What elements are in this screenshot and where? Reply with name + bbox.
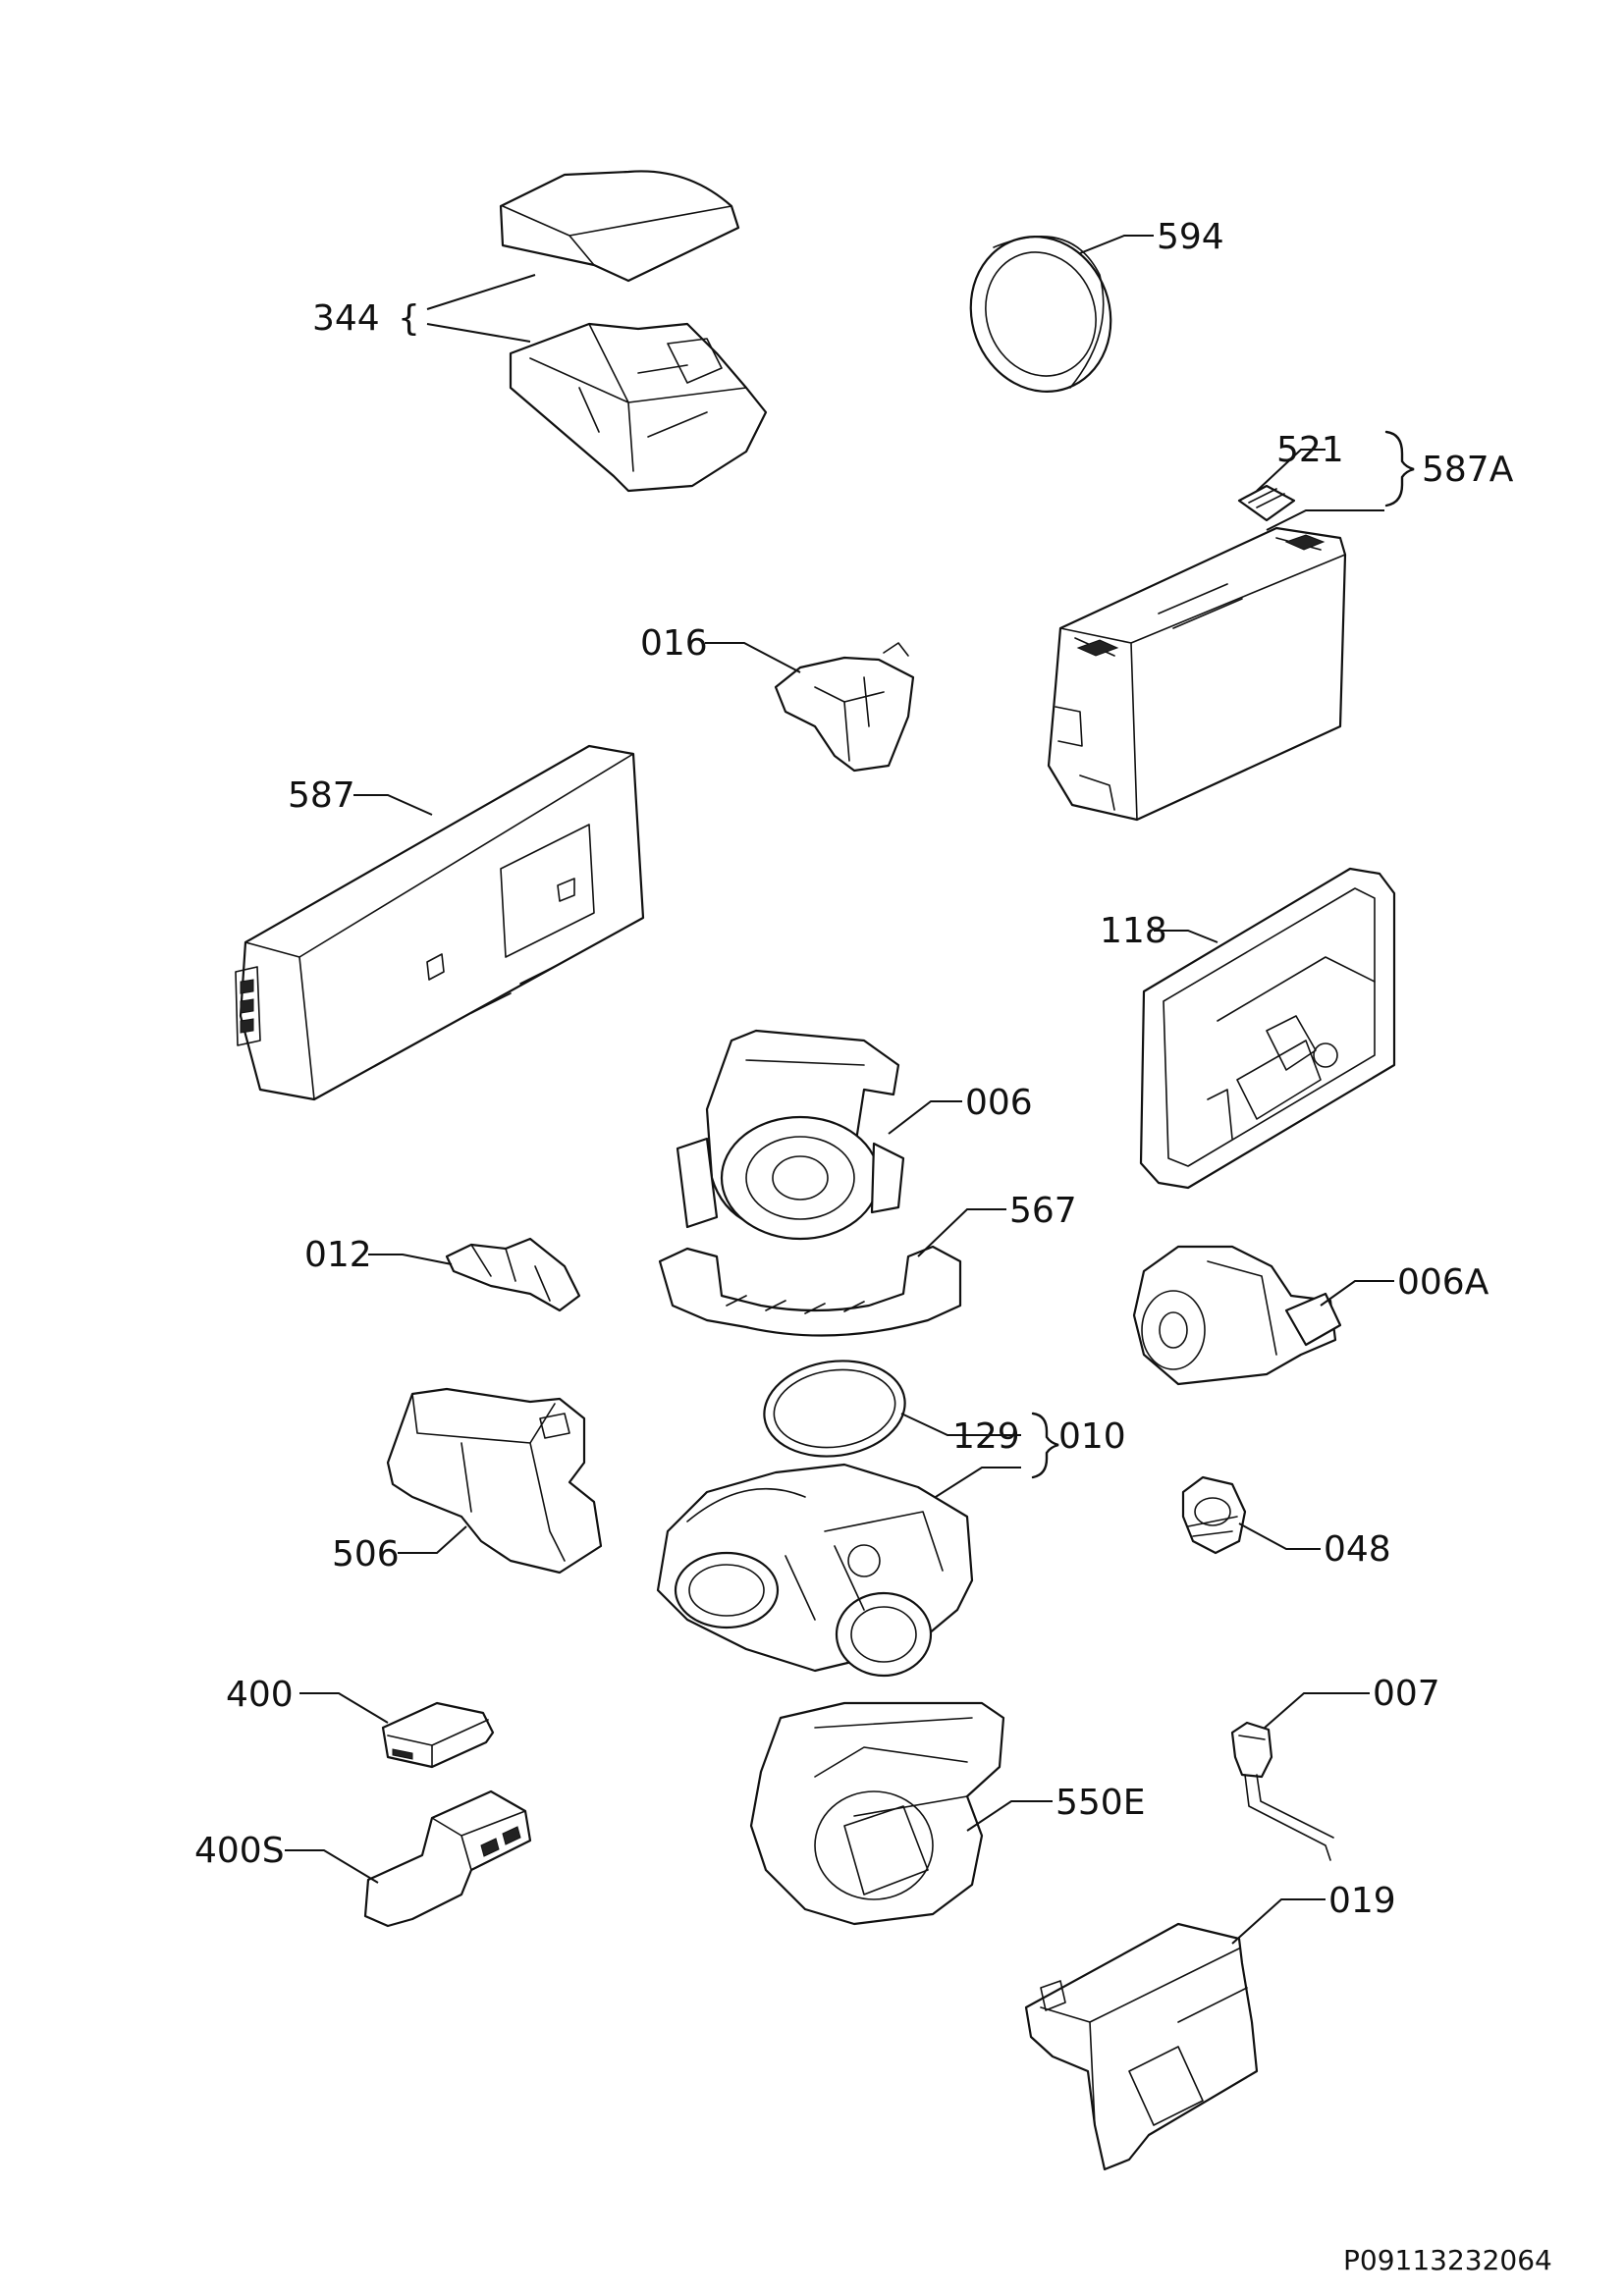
- part-594-ring: [969, 236, 1112, 393]
- label-006A: 006A: [1397, 1262, 1489, 1303]
- brace-010: [1031, 1412, 1059, 1479]
- label-506: 506: [332, 1534, 400, 1575]
- part-400S: [363, 1789, 532, 1928]
- leader-400: [299, 1692, 389, 1724]
- part-006-pump: [676, 1029, 905, 1241]
- document-reference: P09113232064: [1343, 2244, 1552, 2276]
- part-012: [445, 1237, 581, 1312]
- part-587-module: [235, 744, 645, 1101]
- leader-016: [705, 642, 801, 673]
- part-016: [774, 642, 915, 773]
- leader-006: [888, 1100, 962, 1135]
- label-129: 129: [952, 1416, 1020, 1457]
- leader-010: [927, 1467, 1021, 1503]
- label-587A: 587A: [1422, 450, 1514, 490]
- leader-594: [1079, 235, 1154, 254]
- part-587A-control-unit: [1047, 526, 1347, 822]
- leader-550E: [966, 1800, 1053, 1832]
- leader-006A: [1320, 1280, 1394, 1307]
- leader-019: [1231, 1898, 1326, 1945]
- label-594: 594: [1157, 217, 1224, 257]
- part-506: [386, 1387, 603, 1575]
- part-118-dispenser: [1139, 867, 1396, 1190]
- part-129-gasket: [763, 1360, 906, 1458]
- leader-587A: [1266, 509, 1384, 531]
- part-019-bracket: [1024, 1922, 1259, 2171]
- label-587: 587: [288, 775, 355, 816]
- leader-587: [353, 794, 433, 816]
- label-007: 007: [1373, 1674, 1440, 1714]
- part-010-sump-assembly: [656, 1463, 974, 1678]
- label-019: 019: [1328, 1881, 1396, 1921]
- part-007: [1230, 1721, 1334, 1861]
- part-400: [381, 1701, 495, 1769]
- leader-567: [917, 1208, 1006, 1257]
- leader-007: [1264, 1692, 1370, 1729]
- label-400S: 400S: [194, 1831, 285, 1871]
- part-567-bracket: [658, 1245, 962, 1337]
- part-048-sensor: [1181, 1475, 1247, 1555]
- brace-344: {: [398, 298, 420, 339]
- leader-048: [1238, 1522, 1321, 1550]
- brace-587A: [1384, 430, 1415, 507]
- part-344-electronic-module: [499, 170, 768, 493]
- leader-129: [900, 1413, 1021, 1436]
- leader-521: [1256, 449, 1326, 492]
- part-521-connector: [1237, 484, 1296, 522]
- label-521: 521: [1276, 430, 1344, 470]
- label-567: 567: [1009, 1191, 1077, 1231]
- part-550E-cover: [749, 1701, 1005, 1926]
- leader-400S: [285, 1849, 379, 1884]
- leader-506: [398, 1525, 467, 1554]
- label-400: 400: [226, 1675, 294, 1715]
- part-006A-drain-pump: [1132, 1245, 1342, 1386]
- label-344: 344: [312, 298, 380, 339]
- label-016: 016: [640, 623, 708, 664]
- label-010: 010: [1058, 1416, 1126, 1457]
- leader-118: [1154, 930, 1218, 943]
- label-118: 118: [1100, 911, 1167, 951]
- label-006: 006: [965, 1083, 1033, 1123]
- leader-344: [426, 274, 536, 343]
- label-012: 012: [304, 1235, 372, 1275]
- label-550E: 550E: [1056, 1783, 1145, 1823]
- leader-012: [368, 1254, 453, 1265]
- label-048: 048: [1324, 1529, 1391, 1570]
